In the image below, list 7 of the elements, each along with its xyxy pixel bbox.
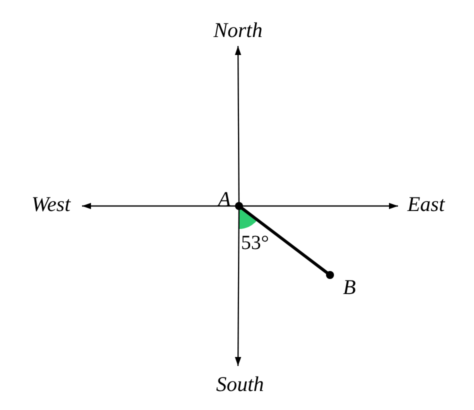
- direction-label: East: [400, 194, 452, 218]
- point: [218, 189, 243, 210]
- direction-label: South: [205, 374, 275, 398]
- angle-label: 53°: [241, 233, 269, 253]
- direction-label: West: [22, 194, 80, 218]
- direction-label: North: [205, 20, 271, 44]
- point-label: B: [343, 277, 356, 298]
